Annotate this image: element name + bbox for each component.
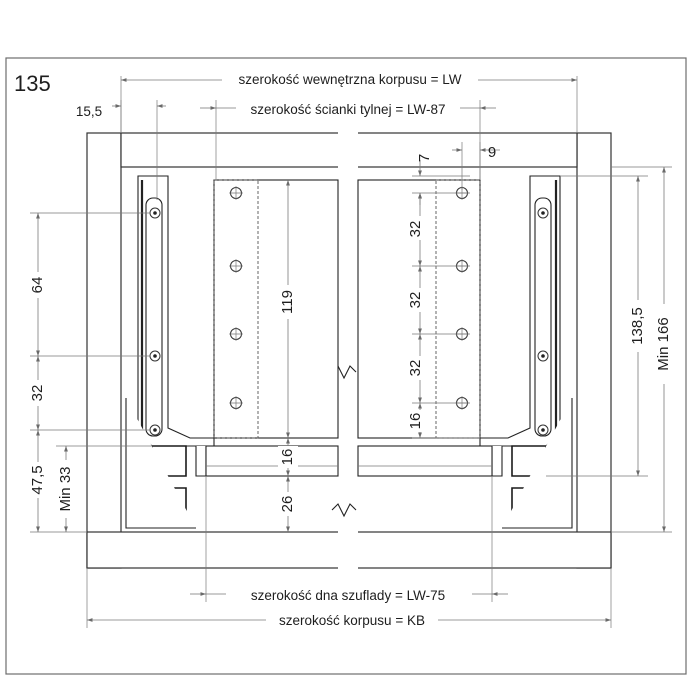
dim-hole-spacing-chain: 32 32 32 16: [406, 193, 480, 439]
drawer-bottom-left: [205, 445, 339, 477]
cabinet-width-label: szerokość korpusu = KB: [279, 613, 425, 628]
right-runner-rail: [502, 398, 573, 529]
left-47-5-label: 47,5: [29, 465, 46, 494]
dim-drawer-bottom-width: szerokość dna szuflady = LW-75: [190, 476, 508, 603]
last-hole-label: 16: [407, 413, 424, 430]
dim-right-138-5: 138,5: [546, 175, 650, 477]
right-side-screws: [537, 207, 549, 436]
break-mark-bottom: [331, 503, 357, 518]
back-panel-width-label: szerokość ścianki tylnej = LW-87: [251, 102, 446, 117]
drawer-bottom-width-label: szerokość dna szuflady = LW-75: [251, 588, 445, 603]
top-offset-7-label: 7: [416, 154, 433, 162]
left-cabinet-side: [86, 132, 122, 569]
right-138-5-label: 138,5: [629, 307, 646, 345]
bottom-26-label: 26: [279, 496, 296, 513]
diagram-number: 135: [14, 71, 51, 96]
left-runner-rail: [125, 398, 196, 529]
back-height-label: 119: [279, 290, 296, 314]
drawer-bottom-right: [357, 445, 493, 477]
dim-right-min-166: Min 166: [611, 166, 676, 533]
hole-spacing-b-label: 32: [407, 292, 424, 309]
back-panel-right-hidden-edge: [435, 179, 481, 439]
left-min-33-label: Min 33: [57, 466, 74, 511]
bottom-16-label: 16: [279, 449, 296, 466]
hole-left-3: [229, 327, 243, 341]
hole-left-1: [229, 186, 243, 200]
left-fixing-strip: [145, 197, 163, 437]
dim-left-47-5: 47,5: [26, 430, 50, 532]
dim-back-panel-width: szerokość ścianki tylnej = LW-87: [200, 100, 496, 180]
break-gap: [338, 128, 358, 578]
left-32-label: 32: [29, 385, 46, 402]
dim-left-min-33: Min 33: [54, 445, 152, 532]
dim-side-offset-9: 9: [452, 142, 500, 190]
left-side-screws: [149, 207, 161, 436]
side-offset-9-label: 9: [488, 144, 496, 161]
internal-width-label: szerokość wewnętrzna korpusu = LW: [239, 72, 462, 87]
hole-spacing-a-label: 32: [407, 221, 424, 238]
left-offset-label: 15,5: [76, 104, 102, 119]
right-cabinet-side: [576, 132, 612, 569]
dim-bottom-16: 16: [278, 438, 298, 476]
dim-cabinet-width: szerokość korpusu = KB: [86, 568, 612, 629]
cabinet-carcass: [86, 128, 612, 578]
hole-left-2: [229, 259, 243, 273]
back-panel-left-hidden-edge: [213, 179, 259, 439]
dim-left-offset: 15,5: [76, 100, 166, 200]
right-drawer-side: [479, 175, 573, 529]
dim-left-chain: 64 32: [26, 212, 150, 533]
left-64-label: 64: [29, 277, 46, 294]
drawing-frame: [5, 57, 687, 675]
dim-back-height-119: 119: [276, 180, 300, 438]
right-min-166-label: Min 166: [655, 317, 672, 370]
dim-internal-width: szerokość wewnętrzna korpusu = LW: [120, 70, 578, 133]
right-fixing-strip: [534, 197, 552, 437]
dim-bottom-26: 26: [278, 476, 298, 532]
left-drawer-side: [125, 175, 215, 529]
hole-left-4: [229, 396, 243, 410]
hole-spacing-c-label: 32: [407, 360, 424, 377]
